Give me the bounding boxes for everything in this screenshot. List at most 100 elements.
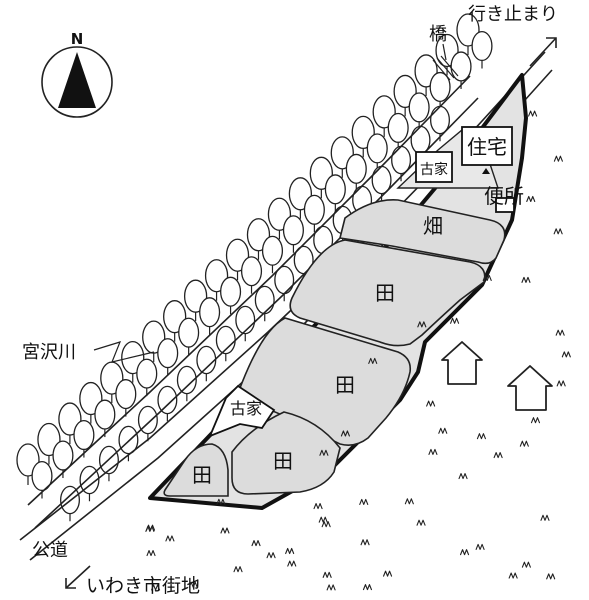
tree-icon	[261, 235, 284, 274]
grass-icon	[188, 581, 198, 588]
tree-icon	[199, 297, 221, 335]
rice-field-plot-4	[163, 443, 229, 497]
tree-icon	[429, 71, 451, 110]
grass-icon	[508, 572, 518, 579]
grass-icon	[530, 417, 541, 424]
grass-icon	[360, 539, 370, 546]
public-road-label: 公道	[32, 540, 68, 561]
grass-icon	[528, 110, 538, 117]
grass-icon	[313, 503, 323, 510]
north-arrow-icon	[58, 52, 96, 108]
old-house-bottom-label: 古家	[230, 399, 262, 418]
tree-icon	[115, 379, 137, 417]
grass-icon	[220, 527, 230, 534]
to-city-label: いわき市街地	[86, 575, 200, 597]
grass-icon	[368, 357, 378, 364]
rice-field-plot-1	[289, 239, 486, 347]
rice-field-label-3: 田	[273, 449, 293, 473]
tree-icon	[303, 194, 325, 233]
tree-icon	[196, 345, 217, 382]
grass-icon	[482, 274, 492, 282]
tree-icon	[471, 30, 493, 69]
house-icon	[507, 365, 553, 411]
tree-icon	[254, 285, 275, 322]
grass-icon	[438, 427, 448, 434]
grass-icon	[383, 570, 393, 577]
tree-icon	[176, 365, 197, 402]
tree-icon	[118, 425, 139, 462]
old-house-bottom-building	[208, 384, 276, 438]
grass-icon	[321, 521, 331, 528]
grass-icon	[428, 448, 438, 455]
tree-icon	[136, 358, 158, 397]
grass-icon	[266, 552, 276, 559]
grass-icon	[555, 329, 565, 336]
dead-end-label: 行き止まり	[468, 4, 558, 25]
tree-icon	[408, 92, 430, 130]
grass-icon	[416, 519, 426, 526]
grass-icon	[521, 276, 531, 283]
grass-icon	[340, 430, 350, 437]
grass-icon	[146, 549, 156, 557]
arrow-up-right-icon	[529, 37, 557, 67]
grass-icon	[287, 560, 297, 567]
river-label: 宮沢川	[22, 342, 76, 363]
grass-icon	[165, 535, 175, 542]
grass-icon	[145, 525, 155, 532]
grass-icon	[476, 433, 486, 440]
tree-icon	[324, 174, 346, 212]
grass-icon	[561, 351, 571, 358]
grass-icon	[326, 584, 336, 591]
old-house-top-label: 古家	[420, 161, 448, 178]
grass-icon	[519, 440, 529, 447]
tree-icon	[220, 276, 242, 315]
grass-icon	[426, 400, 436, 407]
house-label: 住宅	[467, 135, 507, 159]
grass-icon	[318, 516, 328, 523]
upland-field-plot	[339, 199, 506, 265]
old-house-top-building	[415, 151, 453, 183]
grass-icon	[546, 573, 556, 580]
grass-icon	[359, 498, 369, 505]
north-compass: N	[41, 30, 113, 118]
grass-icon	[475, 543, 485, 550]
rice-field-label-1: 田	[375, 281, 395, 305]
bridge-leader	[442, 43, 447, 61]
toilet-marker-icon	[482, 168, 490, 174]
grass-icon	[458, 473, 468, 480]
grass-icon	[319, 449, 329, 456]
grass-icon	[553, 228, 563, 235]
grass-icon	[540, 514, 550, 521]
grass-icon	[553, 155, 563, 162]
tree-icon	[60, 485, 81, 522]
toilet-building	[495, 197, 515, 213]
grass-icon	[251, 540, 261, 547]
tree-icon	[94, 399, 116, 438]
tree-icon	[31, 460, 53, 499]
grass-icon	[362, 584, 373, 591]
tree-icon	[366, 133, 388, 171]
grass-icon	[322, 571, 332, 578]
grass-icon	[459, 549, 470, 556]
tree-icon	[73, 419, 95, 458]
grass-icon	[216, 498, 226, 505]
tree-icon	[157, 338, 179, 376]
tree-icon	[282, 215, 304, 253]
forest-trees	[16, 13, 493, 522]
tree-icon	[240, 256, 263, 294]
upland-field-label: 畑	[423, 214, 443, 238]
grass-icon	[404, 498, 414, 505]
arrow-down-left-icon	[65, 565, 91, 589]
grass-icon	[285, 547, 295, 555]
tree-icon	[387, 112, 409, 151]
north-label: N	[71, 30, 84, 48]
bridge-label: 橋	[429, 24, 447, 45]
river-leader	[93, 341, 155, 363]
rice-field-label-2: 田	[335, 373, 355, 397]
grass-icon	[526, 195, 536, 203]
house-icon	[441, 341, 483, 385]
tree-icon	[345, 153, 367, 192]
rice-field-label-4: 田	[192, 463, 212, 487]
tree-icon	[178, 317, 200, 356]
river-bank-upper	[27, 75, 471, 506]
